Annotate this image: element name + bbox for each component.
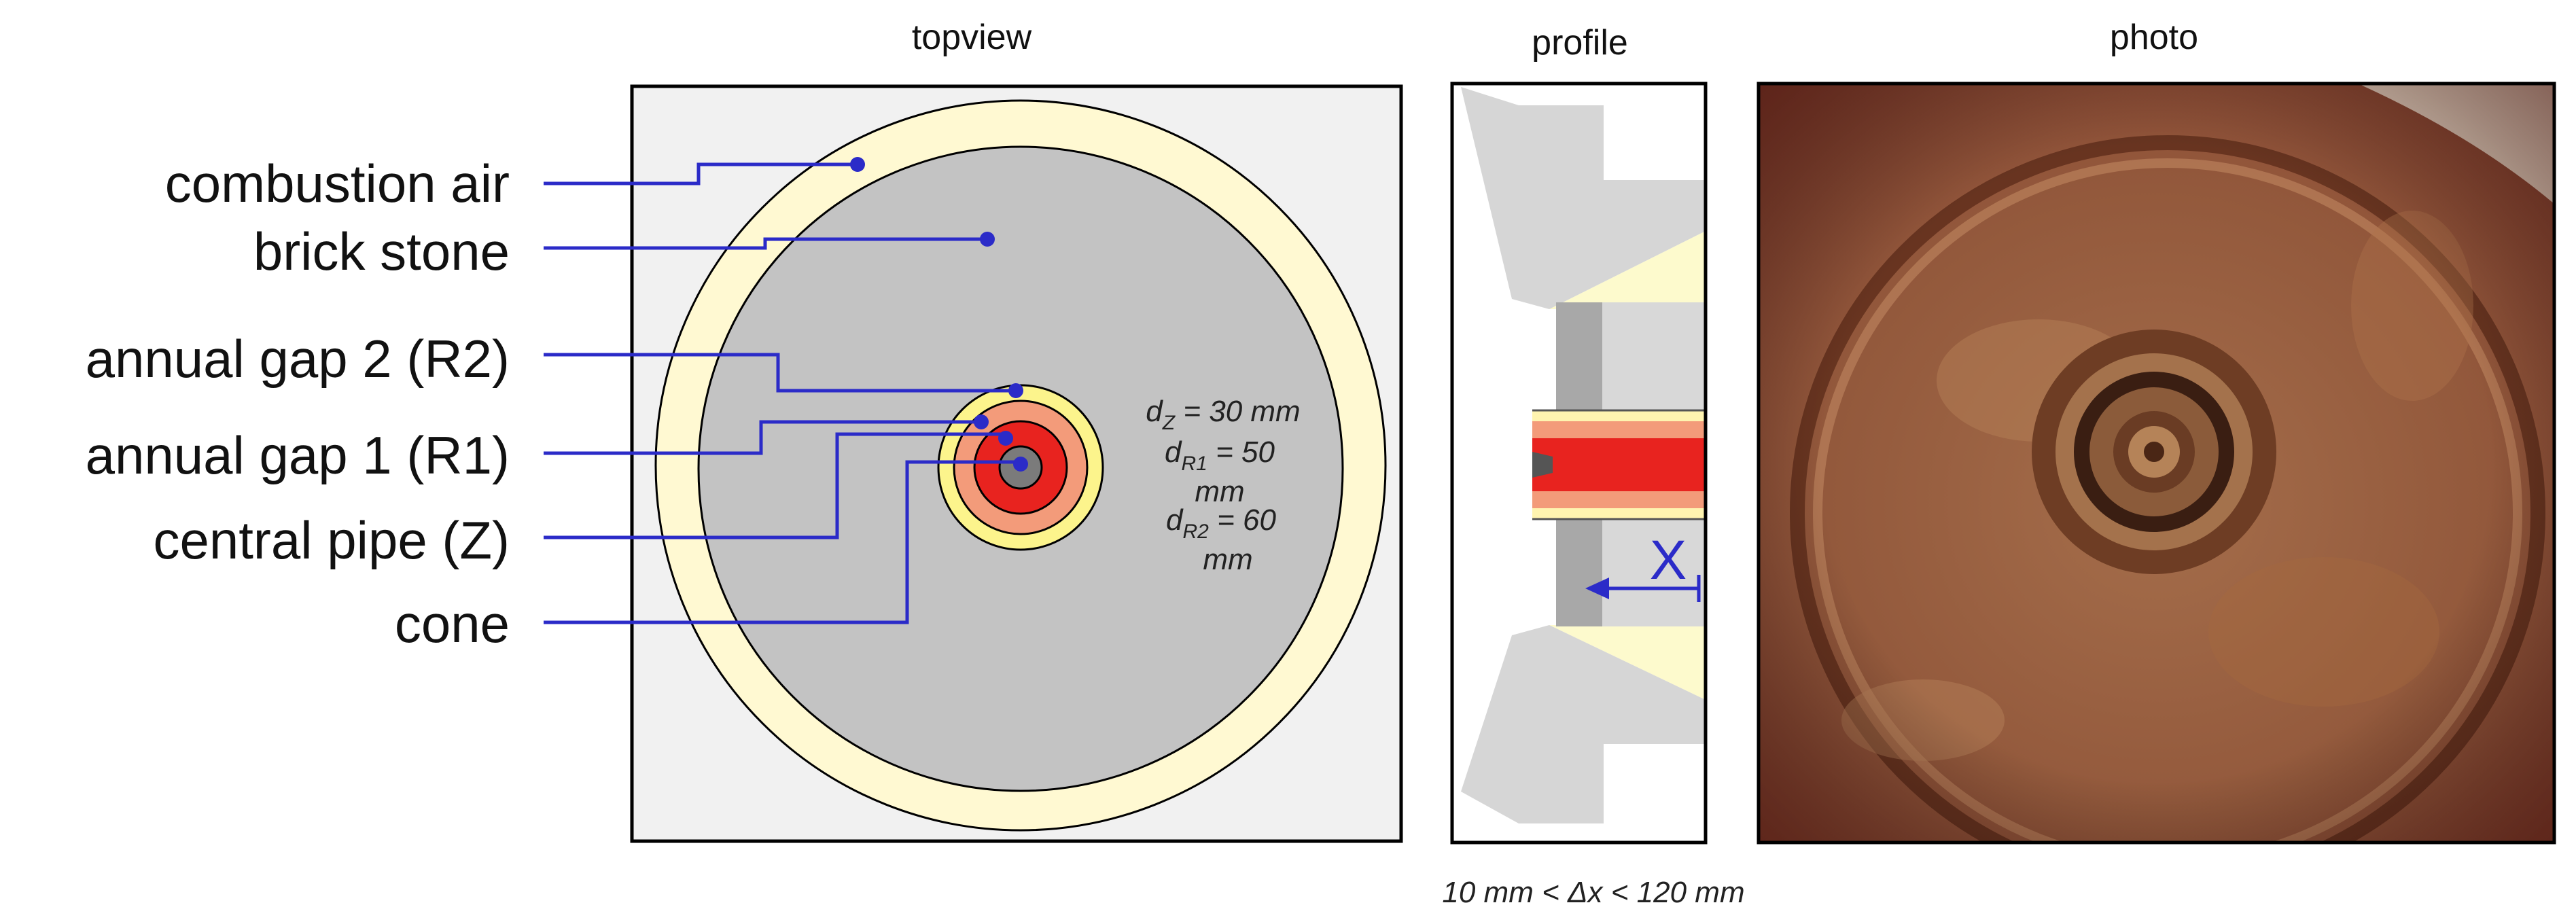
delta-x-arrowhead — [1585, 578, 1609, 599]
nozzle-central-pipe — [1532, 438, 1706, 491]
delta-x-range: 10 mm < Δx < 120 mm — [1442, 876, 1744, 909]
nozzle-cone — [1532, 452, 1553, 478]
marker-annual-gap-1 — [974, 414, 989, 429]
photo-title: photo — [2110, 18, 2198, 57]
leader-combustion-air — [544, 162, 858, 185]
leader-lines — [544, 157, 1028, 624]
marker-cone — [1013, 457, 1028, 472]
label-annual-gap-1: annual gap 1 (R1) — [86, 425, 510, 485]
dz-label: dZ = 30 mm — [1146, 395, 1300, 434]
marker-central-pipe — [998, 431, 1013, 446]
dimension-labels: dZ = 30 mm dR1 = 50 mm dR2 = 60 mm — [1146, 395, 1300, 576]
profile-title: profile — [1532, 23, 1628, 63]
dr1-unit: mm — [1195, 475, 1244, 508]
label-cone: cone — [395, 594, 510, 654]
marker-annual-gap-2 — [1008, 383, 1023, 398]
delta-x-symbol: X — [1650, 529, 1687, 591]
dr2-label: dR2 = 60 — [1166, 503, 1276, 543]
label-brick-stone: brick stone — [253, 221, 510, 281]
leader-cone — [544, 460, 1019, 624]
leader-brick-stone — [544, 237, 987, 250]
leader-annual-gap-1 — [544, 420, 981, 455]
dr2-unit: mm — [1203, 543, 1252, 576]
profile-panel: X — [1450, 82, 1708, 845]
leader-central-pipe — [544, 432, 1006, 539]
label-combustion-air: combustion air — [165, 154, 510, 213]
label-annual-gap-2: annual gap 2 (R2) — [86, 329, 510, 389]
marker-brick-stone — [980, 232, 995, 247]
photo-panel — [1757, 82, 2556, 845]
marker-combustion-air — [850, 157, 865, 172]
dr1-label: dR1 = 50 — [1165, 436, 1275, 475]
leader-annual-gap-2 — [544, 353, 1016, 393]
topview-title: topview — [912, 18, 1032, 57]
label-central-pipe: central pipe (Z) — [153, 510, 510, 570]
